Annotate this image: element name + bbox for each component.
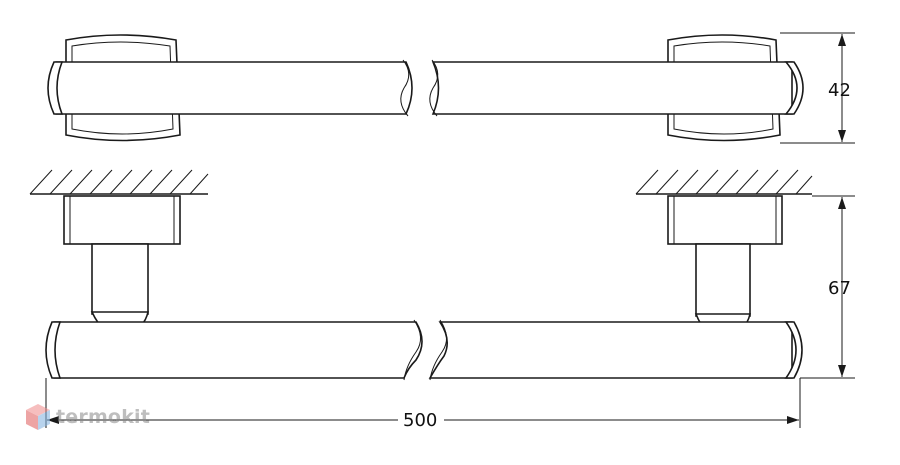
wall-hatch-right xyxy=(635,169,813,195)
top-bar-left-segment xyxy=(50,61,413,115)
dim-500-arrow-right xyxy=(787,416,799,424)
wall-hatch-left xyxy=(29,169,209,195)
cube-icon xyxy=(26,404,50,430)
top-right-mount-inner xyxy=(673,41,774,135)
dim-67-arrow-top xyxy=(838,197,846,209)
top-bar-left-endcap xyxy=(47,61,64,115)
side-bar-break-left xyxy=(403,319,421,381)
dim-42-arrow-bottom xyxy=(838,130,846,142)
dim-42-label: 42 xyxy=(828,80,851,101)
watermark-logo: termokit xyxy=(24,402,150,432)
side-bar-right-segment xyxy=(428,321,793,379)
top-bar-break-right xyxy=(429,59,439,117)
top-bar-right-endcap xyxy=(784,61,804,115)
top-bar-break-left xyxy=(400,59,410,117)
top-bar-right-segment xyxy=(431,61,793,115)
side-left-stem xyxy=(91,243,149,315)
watermark-text: termokit xyxy=(56,406,151,428)
dim-67-label: 67 xyxy=(828,278,851,299)
dim-500-arrow-left xyxy=(47,416,59,424)
top-left-mount-inner xyxy=(71,41,174,135)
side-left-mount-block xyxy=(63,195,181,245)
side-bar-left-endcap xyxy=(45,321,62,379)
dim-500-label: 500 xyxy=(403,410,437,431)
side-bar-break-right xyxy=(429,319,447,381)
dim-42-arrow-top xyxy=(838,34,846,46)
dim-67-arrow-bottom xyxy=(838,365,846,377)
side-bar-left-segment xyxy=(47,321,423,379)
side-right-mount-block xyxy=(667,195,783,245)
side-view: 67 500 xyxy=(29,169,855,431)
side-right-stem xyxy=(695,243,751,317)
side-bar-right-endcap xyxy=(784,321,803,379)
top-view: 42 xyxy=(47,32,855,144)
